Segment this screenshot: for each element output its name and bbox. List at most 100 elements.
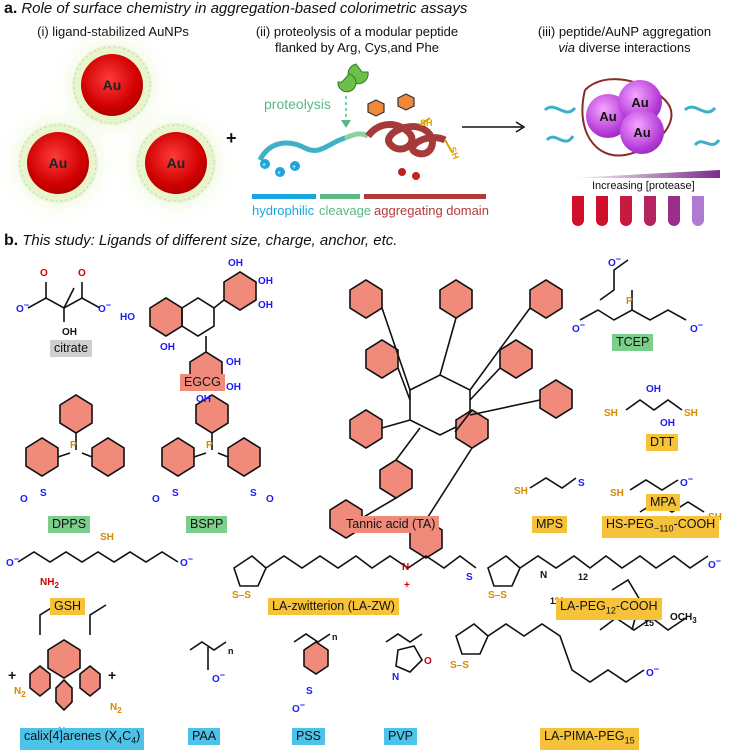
atom-oh: OH	[62, 327, 77, 338]
svg-text:OH: OH	[258, 300, 273, 311]
svg-text:O−: O−	[16, 300, 29, 315]
svg-text:O: O	[424, 656, 432, 667]
svg-text:O−: O−	[6, 554, 19, 569]
svg-text:S–S: S–S	[488, 590, 507, 601]
panel-b-letter: b.	[4, 232, 19, 249]
protease-gradient	[570, 170, 720, 178]
svg-text:O−: O−	[680, 474, 693, 489]
hydrophilic-strand	[257, 135, 346, 162]
panel-a-letter: a.	[4, 0, 18, 17]
label-la-pima-peg15: LA-PIMA-PEG15	[540, 728, 639, 750]
step-3-label: (iii) peptide/AuNP aggregation via diver…	[522, 24, 727, 56]
panel-b-title: b.This study: Ligands of different size,…	[4, 232, 397, 250]
cleavage-label: cleavage	[319, 203, 372, 218]
svg-text:+: +	[277, 170, 281, 177]
pima-a: LA-PIMA-PEG	[544, 729, 625, 743]
svg-text:N: N	[540, 570, 547, 581]
svg-text:N: N	[402, 562, 409, 573]
panel-a-title-text: Role of surface chemistry in aggregation…	[21, 0, 468, 17]
plus-sign: +	[226, 128, 237, 148]
label-calixarenes: calix[4]arenes (X4C4)	[20, 728, 145, 750]
label-tannic-acid: Tannic acid (TA)	[342, 516, 440, 533]
aunp-right: Au	[145, 132, 207, 194]
pima-sub: 15	[624, 735, 635, 746]
svg-text:S–S: S–S	[450, 660, 469, 671]
svg-text:N2: N2	[14, 686, 26, 699]
label-la-zw: LA-zwitterion (LA-ZW)	[268, 598, 399, 615]
label-hs-peg-cooh: HS-PEG~110-COOH	[602, 516, 720, 538]
svg-text:OH: OH	[660, 418, 675, 429]
phenyl-ring-icon	[367, 99, 385, 117]
increasing-protease-label: Increasing [protease]	[592, 180, 695, 192]
label-dpps: DPPS	[48, 516, 91, 533]
lapeg-a: LA-PEG	[560, 599, 606, 613]
aunp-left: Au	[27, 132, 89, 194]
panel-b-title-text: This study: Ligands of different size, c…	[22, 232, 398, 249]
au-label: Au	[631, 94, 649, 110]
svg-text:O−: O−	[292, 700, 305, 715]
svg-text:P: P	[626, 296, 633, 307]
svg-text:SH: SH	[610, 488, 624, 499]
aggregating-bar	[364, 194, 486, 199]
svg-text:O−: O−	[98, 300, 111, 315]
aggregating-helix	[365, 121, 447, 158]
lapeg-sub: 12	[605, 605, 616, 616]
svg-text:n: n	[332, 632, 338, 642]
svg-text:N2: N2	[110, 702, 122, 715]
svg-text:O: O	[20, 494, 28, 505]
tube-5	[668, 196, 680, 226]
svg-text:SH: SH	[604, 408, 618, 419]
tube-1	[572, 196, 584, 226]
cleavage-bar	[320, 194, 360, 199]
svg-text:O: O	[40, 268, 48, 279]
calix-s2: 4	[131, 735, 137, 746]
proteolysis-label: proteolysis	[264, 96, 331, 112]
svg-text:O−: O−	[180, 554, 193, 569]
svg-text:12: 12	[578, 572, 588, 582]
hydrophilic-bar	[252, 194, 316, 199]
aggregated-aunp-3: Au	[620, 110, 664, 154]
svg-text:OH: OH	[228, 258, 243, 269]
arrow-right-icon	[462, 121, 526, 133]
step-3-line-2: via diverse interactions	[522, 40, 727, 56]
svg-text:O−: O−	[572, 320, 585, 335]
svg-text:O−: O−	[646, 664, 659, 679]
au-label: Au	[102, 77, 122, 93]
tube-3	[620, 196, 632, 226]
label-mps: MPS	[532, 516, 568, 533]
svg-text:P: P	[70, 440, 77, 451]
label-la-peg12-cooh: LA-PEG12-COOH	[556, 598, 662, 620]
cleavage-strand	[344, 131, 370, 141]
svg-text:15: 15	[644, 618, 654, 628]
protease-pacman-icon	[337, 73, 357, 93]
step-2-line-2: flanked by Arg, Cys,and Phe	[274, 40, 440, 55]
svg-text:O: O	[78, 268, 86, 279]
svg-text:HO: HO	[120, 312, 135, 323]
svg-text:OH: OH	[226, 357, 241, 368]
aunp-ligand-shells	[19, 46, 215, 202]
aggregating-label: aggregating domain	[374, 203, 489, 218]
calix-s1: 4	[117, 735, 123, 746]
lapeg-b: -COOH	[615, 599, 658, 613]
peptide-illustration: + + +	[257, 63, 453, 180]
calix-a: calix[4]arenes (X	[24, 729, 118, 743]
step-3-line-2-rest: diverse interactions	[575, 40, 691, 55]
svg-text:S: S	[40, 488, 47, 499]
svg-text:SH: SH	[514, 486, 528, 497]
label-egcg: EGCG	[180, 374, 225, 391]
svg-text:+: +	[262, 162, 266, 169]
svg-text:S–S: S–S	[232, 590, 251, 601]
svg-text:S: S	[172, 488, 179, 499]
svg-text:SH: SH	[684, 408, 698, 419]
svg-text:OH: OH	[160, 342, 175, 353]
svg-text:O−: O−	[690, 320, 703, 335]
svg-text:S: S	[306, 686, 313, 697]
label-pss: PSS	[292, 728, 326, 745]
svg-text:O: O	[152, 494, 160, 505]
hydrophilic-label: hydrophilic	[252, 203, 315, 218]
label-gsh: GSH	[50, 598, 86, 615]
tube-6	[692, 196, 704, 226]
svg-text:O−: O−	[708, 556, 721, 571]
calix-m: C	[122, 729, 132, 743]
